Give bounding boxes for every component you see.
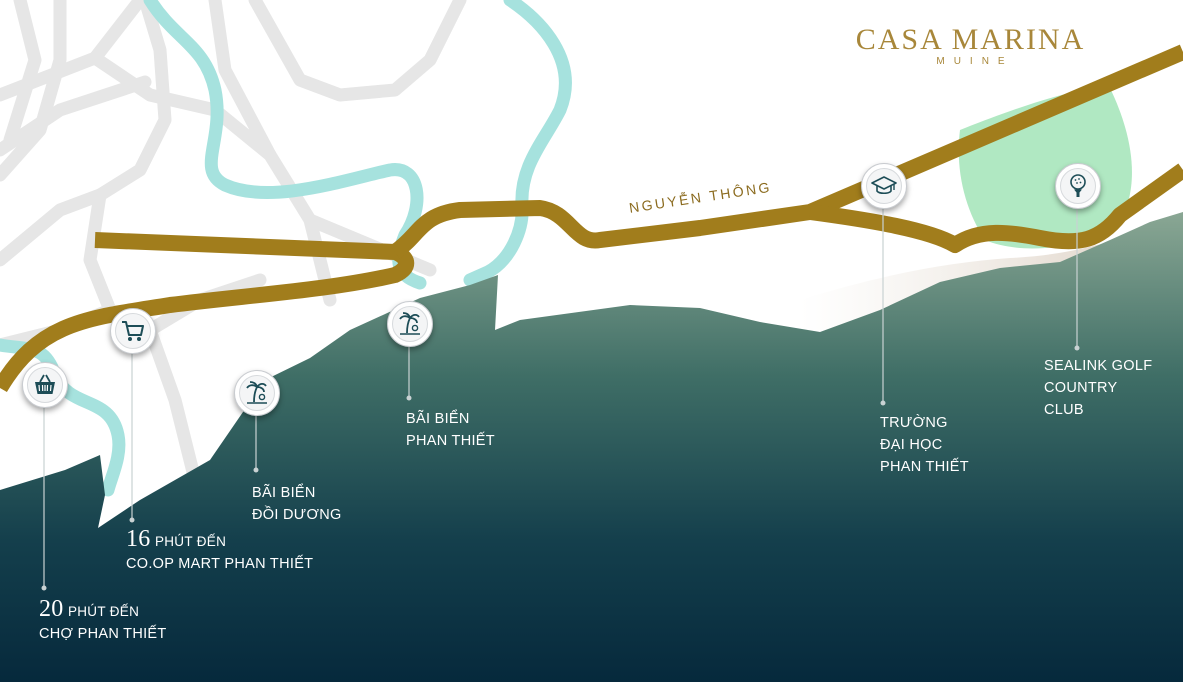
golf-club-label: SEALINK GOLF COUNTRY CLUB [1044, 355, 1152, 421]
shopping-cart-icon [122, 321, 144, 341]
phan-thiet-beach-line2: PHAN THIẾT [406, 433, 495, 449]
brand-subtitle: MUINE [936, 56, 1014, 67]
supermarket-line2: CO.OP MART PHAN THIẾT [126, 556, 314, 572]
supermarket-line1: PHÚT ĐẾN [154, 534, 227, 549]
university-line3: PHAN THIẾT [880, 459, 969, 475]
market-line2: CHỢ PHAN THIẾT [39, 626, 167, 642]
main-roads [0, 44, 1183, 393]
golf-club-pin[interactable] [1055, 163, 1101, 209]
doi-duong-beach-label: BÃI BIỂN ĐỒI DƯƠNG [252, 482, 342, 526]
phan-thiet-beach-label: BÃI BIỂN PHAN THIẾT [406, 408, 495, 452]
supermarket-pin[interactable] [110, 308, 156, 354]
brand-logo: CASA MARINA MUINE [848, 24, 1093, 68]
doi-duong-line2: ĐỒI DƯƠNG [252, 507, 342, 523]
basket-icon [35, 374, 55, 394]
phan-thiet-beach-line1: BÃI BIỂN [406, 411, 470, 427]
golf-line2: COUNTRY [1044, 380, 1118, 396]
university-line2: ĐẠI HỌC [880, 437, 943, 453]
university-line1: TRƯỜNG [880, 415, 948, 431]
university-label: TRƯỜNG ĐẠI HỌC PHAN THIẾT [880, 412, 969, 478]
golf-ball-icon [1070, 174, 1086, 197]
market-label: 20 PHÚT ĐẾN CHỢ PHAN THIẾT [39, 596, 167, 645]
graduation-cap-icon [871, 176, 897, 195]
pin-stem-dots [41, 345, 1080, 591]
sea-area [0, 212, 1183, 682]
phan-thiet-beach-pin[interactable] [387, 301, 433, 347]
university-pin[interactable] [861, 163, 907, 209]
market-minutes: 20 [39, 596, 64, 622]
golf-line3: CLUB [1044, 402, 1084, 418]
palm-beach-icon [399, 312, 420, 335]
golf-line1: SEALINK GOLF [1044, 358, 1153, 374]
supermarket-minutes: 16 [126, 526, 151, 552]
palm-beach-icon [246, 381, 267, 404]
doi-duong-beach-pin[interactable] [234, 370, 280, 416]
supermarket-label: 16 PHÚT ĐẾN CO.OP MART PHAN THIẾT [126, 526, 314, 575]
market-line1: PHÚT ĐẾN [67, 604, 140, 619]
doi-duong-line1: BÃI BIỂN [252, 485, 316, 501]
brand-name: CASA MARINA [855, 23, 1086, 56]
pin-stems [43, 209, 1078, 586]
market-pin[interactable] [22, 362, 68, 408]
